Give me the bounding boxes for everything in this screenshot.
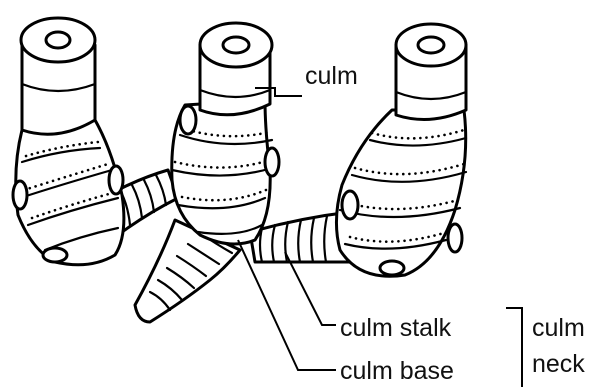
left-culm [13,18,124,265]
middle-culm [172,23,279,244]
culm-label: culm [305,64,358,89]
culm-stalk-label: culm stalk [340,316,451,341]
culm-base-label: culm base [340,359,454,384]
culm-neck-label-line1: culm [532,316,585,341]
culm-neck-bracket [506,308,522,387]
culm-neck-label-line2: neck [532,352,585,377]
